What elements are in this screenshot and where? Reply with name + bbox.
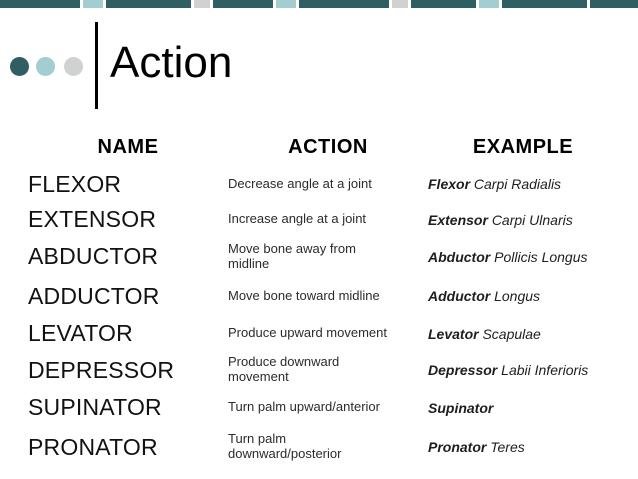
top-bar-segment <box>106 0 191 8</box>
example-muscle: Teres <box>490 439 525 455</box>
muscle-action-table: NAME ACTION EXAMPLE FLEXOR Decrease angl… <box>28 136 618 468</box>
column-header-action: ACTION <box>288 136 368 158</box>
example-term: Supinator <box>428 399 494 416</box>
top-border-bar <box>0 0 638 8</box>
top-bar-segment <box>590 0 638 8</box>
title-divider-line <box>95 22 98 109</box>
decor-dot-light-teal <box>36 57 55 76</box>
top-bar-segment <box>502 0 587 8</box>
action-cell: Move bone away from midline <box>228 240 356 271</box>
decor-dot-dark-teal <box>10 57 29 76</box>
example-term: Abductor <box>428 248 491 265</box>
name-cell: DEPRESSOR <box>28 356 175 383</box>
name-cell: FLEXOR <box>28 170 122 197</box>
example-term: Depressor <box>428 362 498 378</box>
name-cell: PRONATOR <box>28 433 158 460</box>
example-term: Levator <box>428 325 479 342</box>
top-bar-segment <box>0 0 80 8</box>
action-cell: Produce downward movement <box>228 354 340 384</box>
example-cell: Levator Scapulae <box>428 326 618 342</box>
example-cell: Flexor Carpi Radialis <box>428 176 618 192</box>
name-cell: EXTENSOR <box>28 206 157 232</box>
decor-dot-grey <box>64 57 83 76</box>
example-muscle: Longus <box>494 288 541 304</box>
top-bar-segment <box>479 0 499 8</box>
example-term: Flexor <box>428 176 471 192</box>
example-muscle: Pollicis Longus <box>494 248 588 265</box>
name-cell: SUPINATOR <box>28 394 162 420</box>
example-cell: Extensor Carpi Ulnaris <box>428 212 618 228</box>
action-cell: Produce upward movement <box>228 325 387 341</box>
example-cell: Pronator Teres <box>428 439 618 455</box>
example-cell: Abductor Pollicis Longus <box>428 249 618 265</box>
top-bar-segment <box>213 0 273 8</box>
example-muscle: Labii Inferioris <box>501 362 589 378</box>
action-cell: Turn palm upward/anterior <box>228 399 380 415</box>
example-muscle: Carpi Radialis <box>473 176 562 192</box>
top-bar-segment <box>83 0 103 8</box>
example-term: Adductor <box>428 288 491 304</box>
action-cell: Decrease angle at a joint <box>228 175 372 191</box>
example-term: Pronator <box>428 439 487 455</box>
name-cell: LEVATOR <box>28 320 133 346</box>
top-bar-segment <box>392 0 408 8</box>
column-header-name: NAME <box>97 136 159 158</box>
action-cell: Turn palm downward/posterior <box>228 431 342 461</box>
page-title: Action <box>110 38 233 87</box>
name-cell: ADDUCTOR <box>28 282 160 309</box>
action-cell: Increase angle at a joint <box>228 211 367 227</box>
top-bar-segment <box>299 0 389 8</box>
top-bar-segment <box>276 0 296 8</box>
example-cell: Adductor Longus <box>428 288 618 304</box>
top-bar-segment <box>411 0 476 8</box>
example-cell: Depressor Labii Inferioris <box>428 362 618 378</box>
action-cell: Move bone toward midline <box>228 287 380 303</box>
example-cell: Supinator <box>428 400 618 416</box>
example-muscle: Carpi Ulnaris <box>491 211 573 228</box>
column-header-example: EXAMPLE <box>472 136 574 158</box>
name-cell: ABDUCTOR <box>28 243 159 269</box>
example-term: Extensor <box>428 211 488 228</box>
example-muscle: Scapulae <box>482 325 541 342</box>
top-bar-segment <box>194 0 210 8</box>
